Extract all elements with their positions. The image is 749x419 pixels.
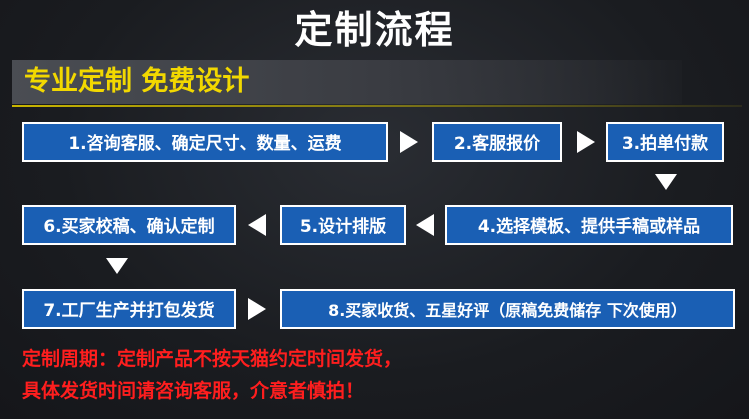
step-7-box: 7.工厂生产并打包发货: [22, 289, 236, 329]
arrow-right-icon: [248, 298, 266, 320]
step-1-box: 1.咨询客服、确定尺寸、数量、运费: [22, 122, 388, 162]
arrow-left-icon: [416, 214, 434, 236]
arrow-down-icon: [106, 258, 128, 274]
note-line-2: 具体发货时间请咨询客服，介意者慎拍！: [22, 380, 365, 402]
step-6-box: 6.买家校稿、确认定制: [22, 205, 236, 245]
step-8-box: 8.买家收货、五星好评（原稿免费储存 下次使用）: [280, 289, 735, 329]
step-5-box: 5.设计排版: [280, 205, 406, 245]
step-3-box: 3.拍单付款: [606, 122, 724, 162]
page-subtitle: 专业定制 免费设计: [24, 66, 250, 97]
page-title: 定制流程: [294, 8, 455, 52]
arrow-right-icon: [577, 131, 595, 153]
subtitle-bar: [12, 60, 682, 104]
step-4-box: 4.选择模板、提供手稿或样品: [445, 205, 733, 245]
arrow-left-icon: [248, 214, 266, 236]
arrow-right-icon: [400, 131, 418, 153]
note-line-1: 定制周期：定制产品不按天猫约定时间发货，: [22, 348, 403, 370]
divider-line: [12, 105, 742, 107]
step-2-box: 2.客服报价: [432, 122, 562, 162]
arrow-down-icon: [655, 174, 677, 190]
